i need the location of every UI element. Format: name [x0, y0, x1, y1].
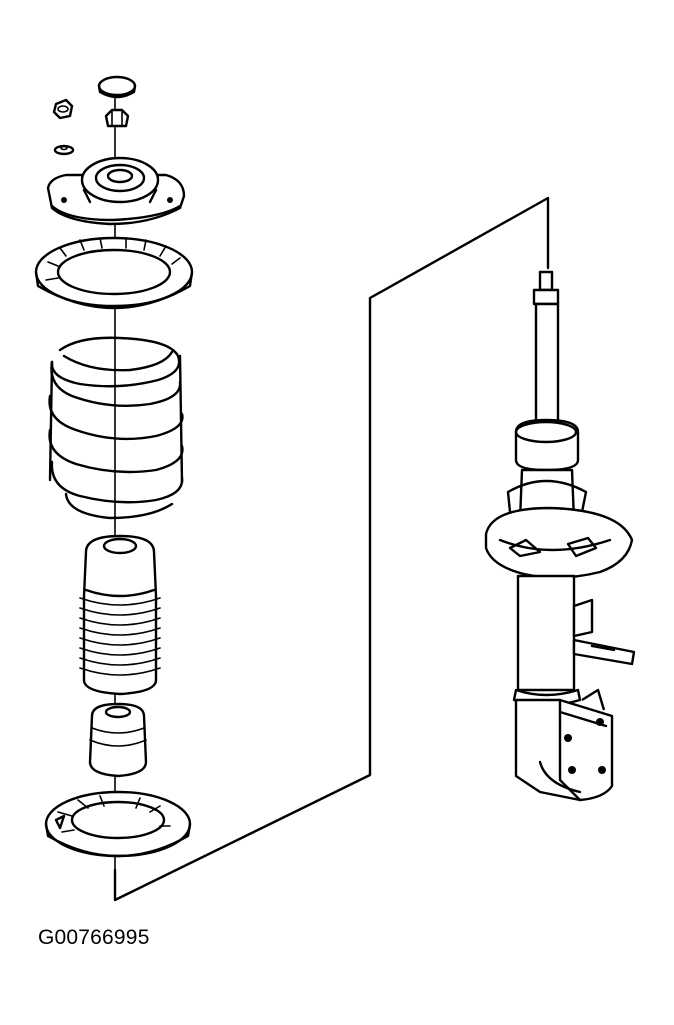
top-nut — [104, 108, 130, 128]
shock-absorber-strut — [484, 270, 636, 802]
figure-id-label: G00766995 — [38, 926, 150, 949]
lower-spring-insulator — [44, 790, 192, 858]
coil-spring — [48, 336, 184, 520]
nut-left — [52, 98, 74, 120]
dust-boot — [79, 534, 161, 696]
washer-left — [53, 144, 75, 156]
bump-stop — [88, 702, 148, 778]
upper-spring-seat — [34, 236, 194, 310]
upper-strut-mount — [46, 156, 186, 226]
assembly-leader-line — [113, 94, 550, 902]
dust-cap — [97, 75, 137, 99]
